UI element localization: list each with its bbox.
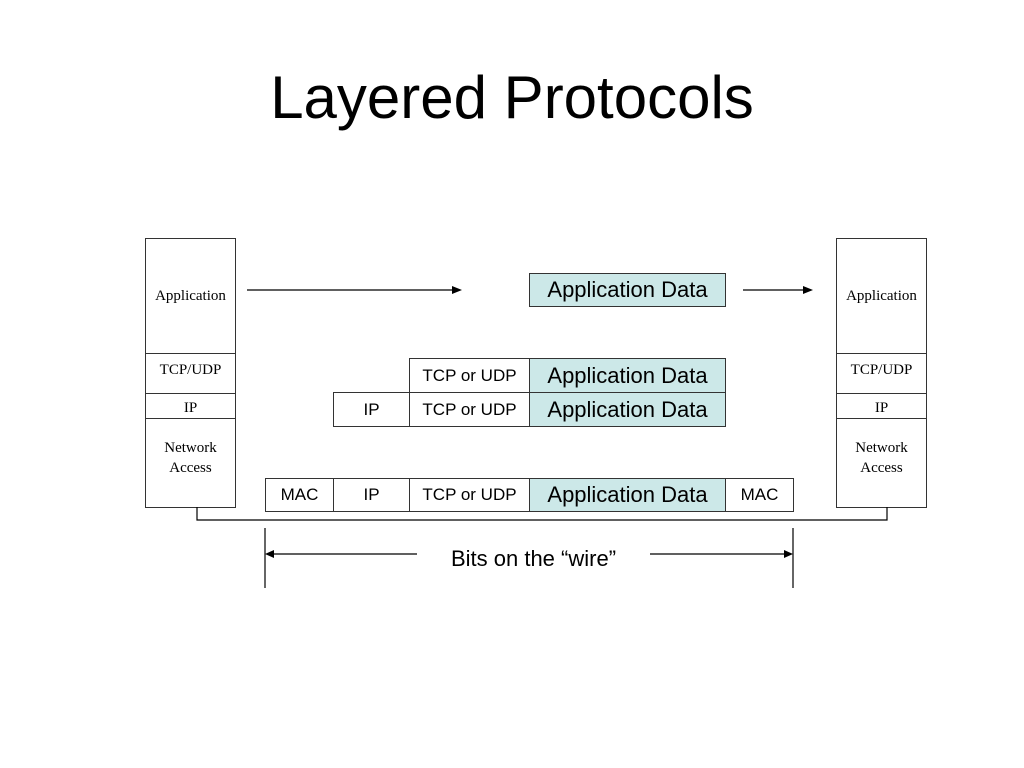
mac-header-cell: MAC <box>265 478 334 512</box>
transport-header-cell: TCP or UDP <box>409 478 530 512</box>
right-network-layer: IP <box>836 393 927 419</box>
left-application-layer: Application <box>145 238 236 354</box>
application-data-cell: Application Data <box>529 273 726 307</box>
application-data-cell: Application Data <box>529 392 726 427</box>
left-access-layer: Network Access <box>145 418 236 508</box>
application-data-cell: Application Data <box>529 358 726 393</box>
bits-on-wire-label: Bits on the “wire” <box>450 546 617 571</box>
left-network-layer: IP <box>145 393 236 419</box>
right-access-layer: Network Access <box>836 418 927 508</box>
right-application-label: Application <box>846 287 917 304</box>
send-arrow-head <box>452 286 462 294</box>
ip-header-cell: IP <box>333 392 410 427</box>
wire-left-arrow-head <box>265 550 274 558</box>
transport-header-cell: TCP or UDP <box>409 358 530 393</box>
slide-title: Layered Protocols <box>270 64 754 131</box>
wire-right-arrow-head <box>784 550 793 558</box>
receive-arrow-head <box>803 286 813 294</box>
left-access-label: Network Access <box>164 440 217 476</box>
left-application-label: Application <box>155 287 226 304</box>
right-transport-layer: TCP/UDP <box>836 353 927 394</box>
ip-header-cell: IP <box>333 478 410 512</box>
left-transport-label: TCP/UDP <box>159 362 222 378</box>
right-network-label: IP <box>874 400 889 416</box>
right-application-layer: Application <box>836 238 927 354</box>
left-transport-layer: TCP/UDP <box>145 353 236 394</box>
application-data-cell: Application Data <box>529 478 726 512</box>
left-network-label: IP <box>183 400 198 416</box>
mac-trailer-cell: MAC <box>725 478 794 512</box>
transport-header-cell: TCP or UDP <box>409 392 530 427</box>
right-transport-label: TCP/UDP <box>850 362 913 378</box>
right-access-label: Network Access <box>855 440 908 476</box>
